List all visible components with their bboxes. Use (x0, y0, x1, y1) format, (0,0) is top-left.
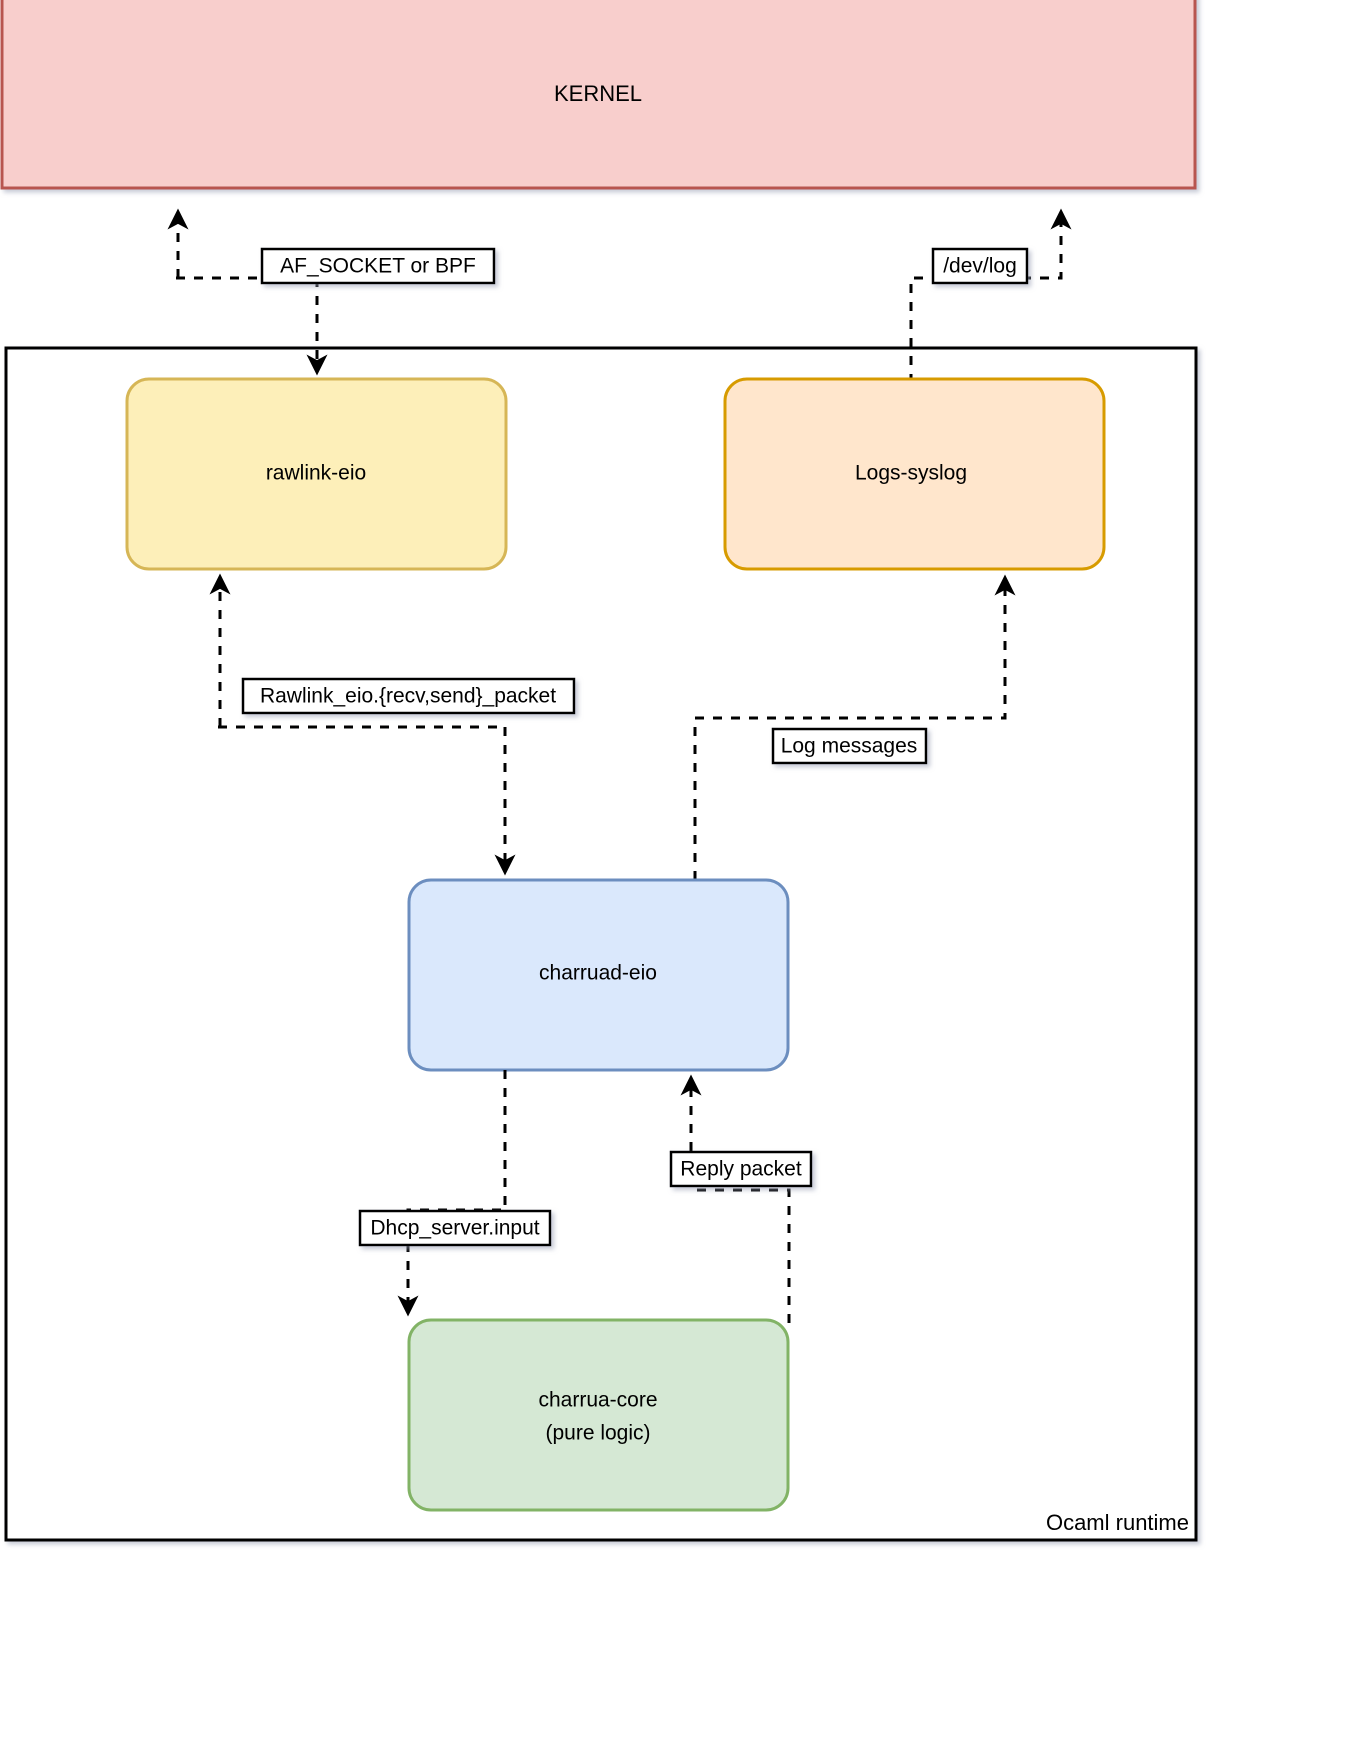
edge-dhcp-server-input: Dhcp_server.input (358, 1070, 552, 1317)
edge-dev-log-label-box (931, 247, 1029, 285)
node-charruad-eio[interactable]: charruad-eio (407, 878, 790, 1072)
edge-rawlink-label: Rawlink_eio.{recv,send}_packet (260, 685, 556, 708)
edge-dev-log: /dev/log (909, 208, 1072, 383)
edge-reply-packet-label-box (669, 1150, 813, 1188)
node-charrua-core-label-line2: (pure logic) (545, 1422, 650, 1445)
edge-af-socket-or-bpf: AF_SOCKET or BPF (167, 208, 496, 376)
edge-dhcp-server-input-label-box (358, 1209, 552, 1247)
node-logs-syslog-rect[interactable] (723, 377, 1106, 571)
edge-reply-packet-label: Reply packet (680, 1158, 802, 1181)
node-charrua-core[interactable]: charrua-core (pure logic) (407, 1318, 790, 1512)
node-rawlink-eio[interactable]: rawlink-eio (125, 377, 508, 571)
edge-log-messages-label-box (771, 727, 928, 765)
edge-dev-log-label: /dev/log (943, 255, 1017, 278)
edge-rawlink-recv-send-packet: Rawlink_eio.{recv,send}_packet (209, 573, 576, 876)
kernel-label: KERNEL (554, 81, 642, 106)
node-logs-syslog[interactable]: Logs-syslog (723, 377, 1106, 571)
edge-af-socket-label: AF_SOCKET or BPF (280, 255, 476, 278)
kernel-box-rect (0, 0, 1197, 190)
edge-log-messages: Log messages (693, 574, 1016, 880)
edge-af-socket-label-box (260, 247, 496, 285)
edge-log-messages-path (693, 574, 1016, 880)
node-rawlink-eio-rect[interactable] (125, 377, 508, 571)
node-charrua-core-rect[interactable] (407, 1318, 790, 1512)
node-charruad-eio-rect[interactable] (407, 878, 790, 1072)
edge-reply-packet: Reply packet (669, 1074, 813, 1323)
node-logs-syslog-label: Logs-syslog (855, 462, 967, 485)
kernel-box: KERNEL (0, 0, 1197, 190)
edge-reply-packet-path (680, 1074, 791, 1323)
edge-log-messages-label: Log messages (781, 735, 918, 758)
edge-rawlink-label-box (241, 677, 576, 715)
node-charrua-core-label-line1: charrua-core (538, 1389, 657, 1412)
node-charruad-eio-label: charruad-eio (539, 962, 657, 985)
edge-dhcp-server-input-label: Dhcp_server.input (370, 1217, 539, 1240)
ocaml-runtime-label: Ocaml runtime (1046, 1510, 1189, 1535)
node-rawlink-eio-label: rawlink-eio (266, 462, 366, 485)
